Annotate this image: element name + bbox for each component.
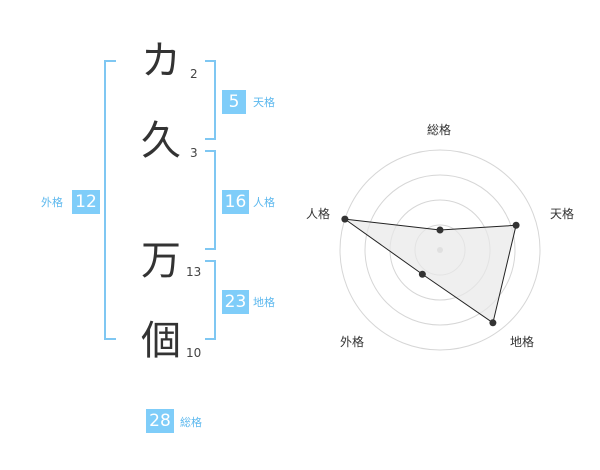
radar-grid-ring [364,174,516,326]
stroke-count: 3 [190,146,198,160]
name-character: 久 [141,118,181,164]
jinkaku-score: 16 [222,190,249,214]
tenkaku-label: 天格 [253,96,275,109]
soukaku-score: 28 [146,409,174,433]
radar-point-4 [341,215,349,223]
bracket-line [214,60,216,140]
radar-point-1 [512,221,520,229]
bracket-line [104,60,116,62]
bracket-line [205,248,216,250]
bracket-line [205,338,216,340]
bracket-line [214,260,216,340]
gaikaku-label: 外格 [41,196,63,209]
radar-axis-label: 外格 [340,335,365,349]
stroke-count: 2 [190,67,198,81]
radar-axis-label: 地格 [510,335,535,349]
radar-point-3 [418,270,426,278]
chikaku-score: 23 [222,290,249,314]
radar-point-0 [436,226,444,234]
radar-point-2 [489,319,497,327]
bracket-line [205,150,216,152]
radar-axis-label: 人格 [306,207,331,221]
bracket-line [104,338,116,340]
bracket-line [214,150,216,250]
bracket-line [205,60,216,62]
radar-area [344,218,517,324]
jinkaku-label: 人格 [253,196,275,209]
stroke-count: 10 [186,346,202,360]
radar-axis-label: 総格 [427,123,452,137]
name-character: 個 [141,318,181,364]
tenkaku-score: 5 [222,90,246,114]
bracket-line [104,60,106,340]
gaikaku-score: 12 [72,190,100,214]
radar-grid-ring [339,149,541,351]
radar-axis-label: 天格 [550,207,575,221]
bracket-line [205,260,216,262]
stroke-count: 13 [186,265,202,279]
name-character: 万 [141,238,181,284]
bracket-line [205,138,216,140]
chikaku-label: 地格 [253,296,275,309]
name-character: カ [141,38,181,84]
soukaku-label: 総格 [180,416,202,429]
